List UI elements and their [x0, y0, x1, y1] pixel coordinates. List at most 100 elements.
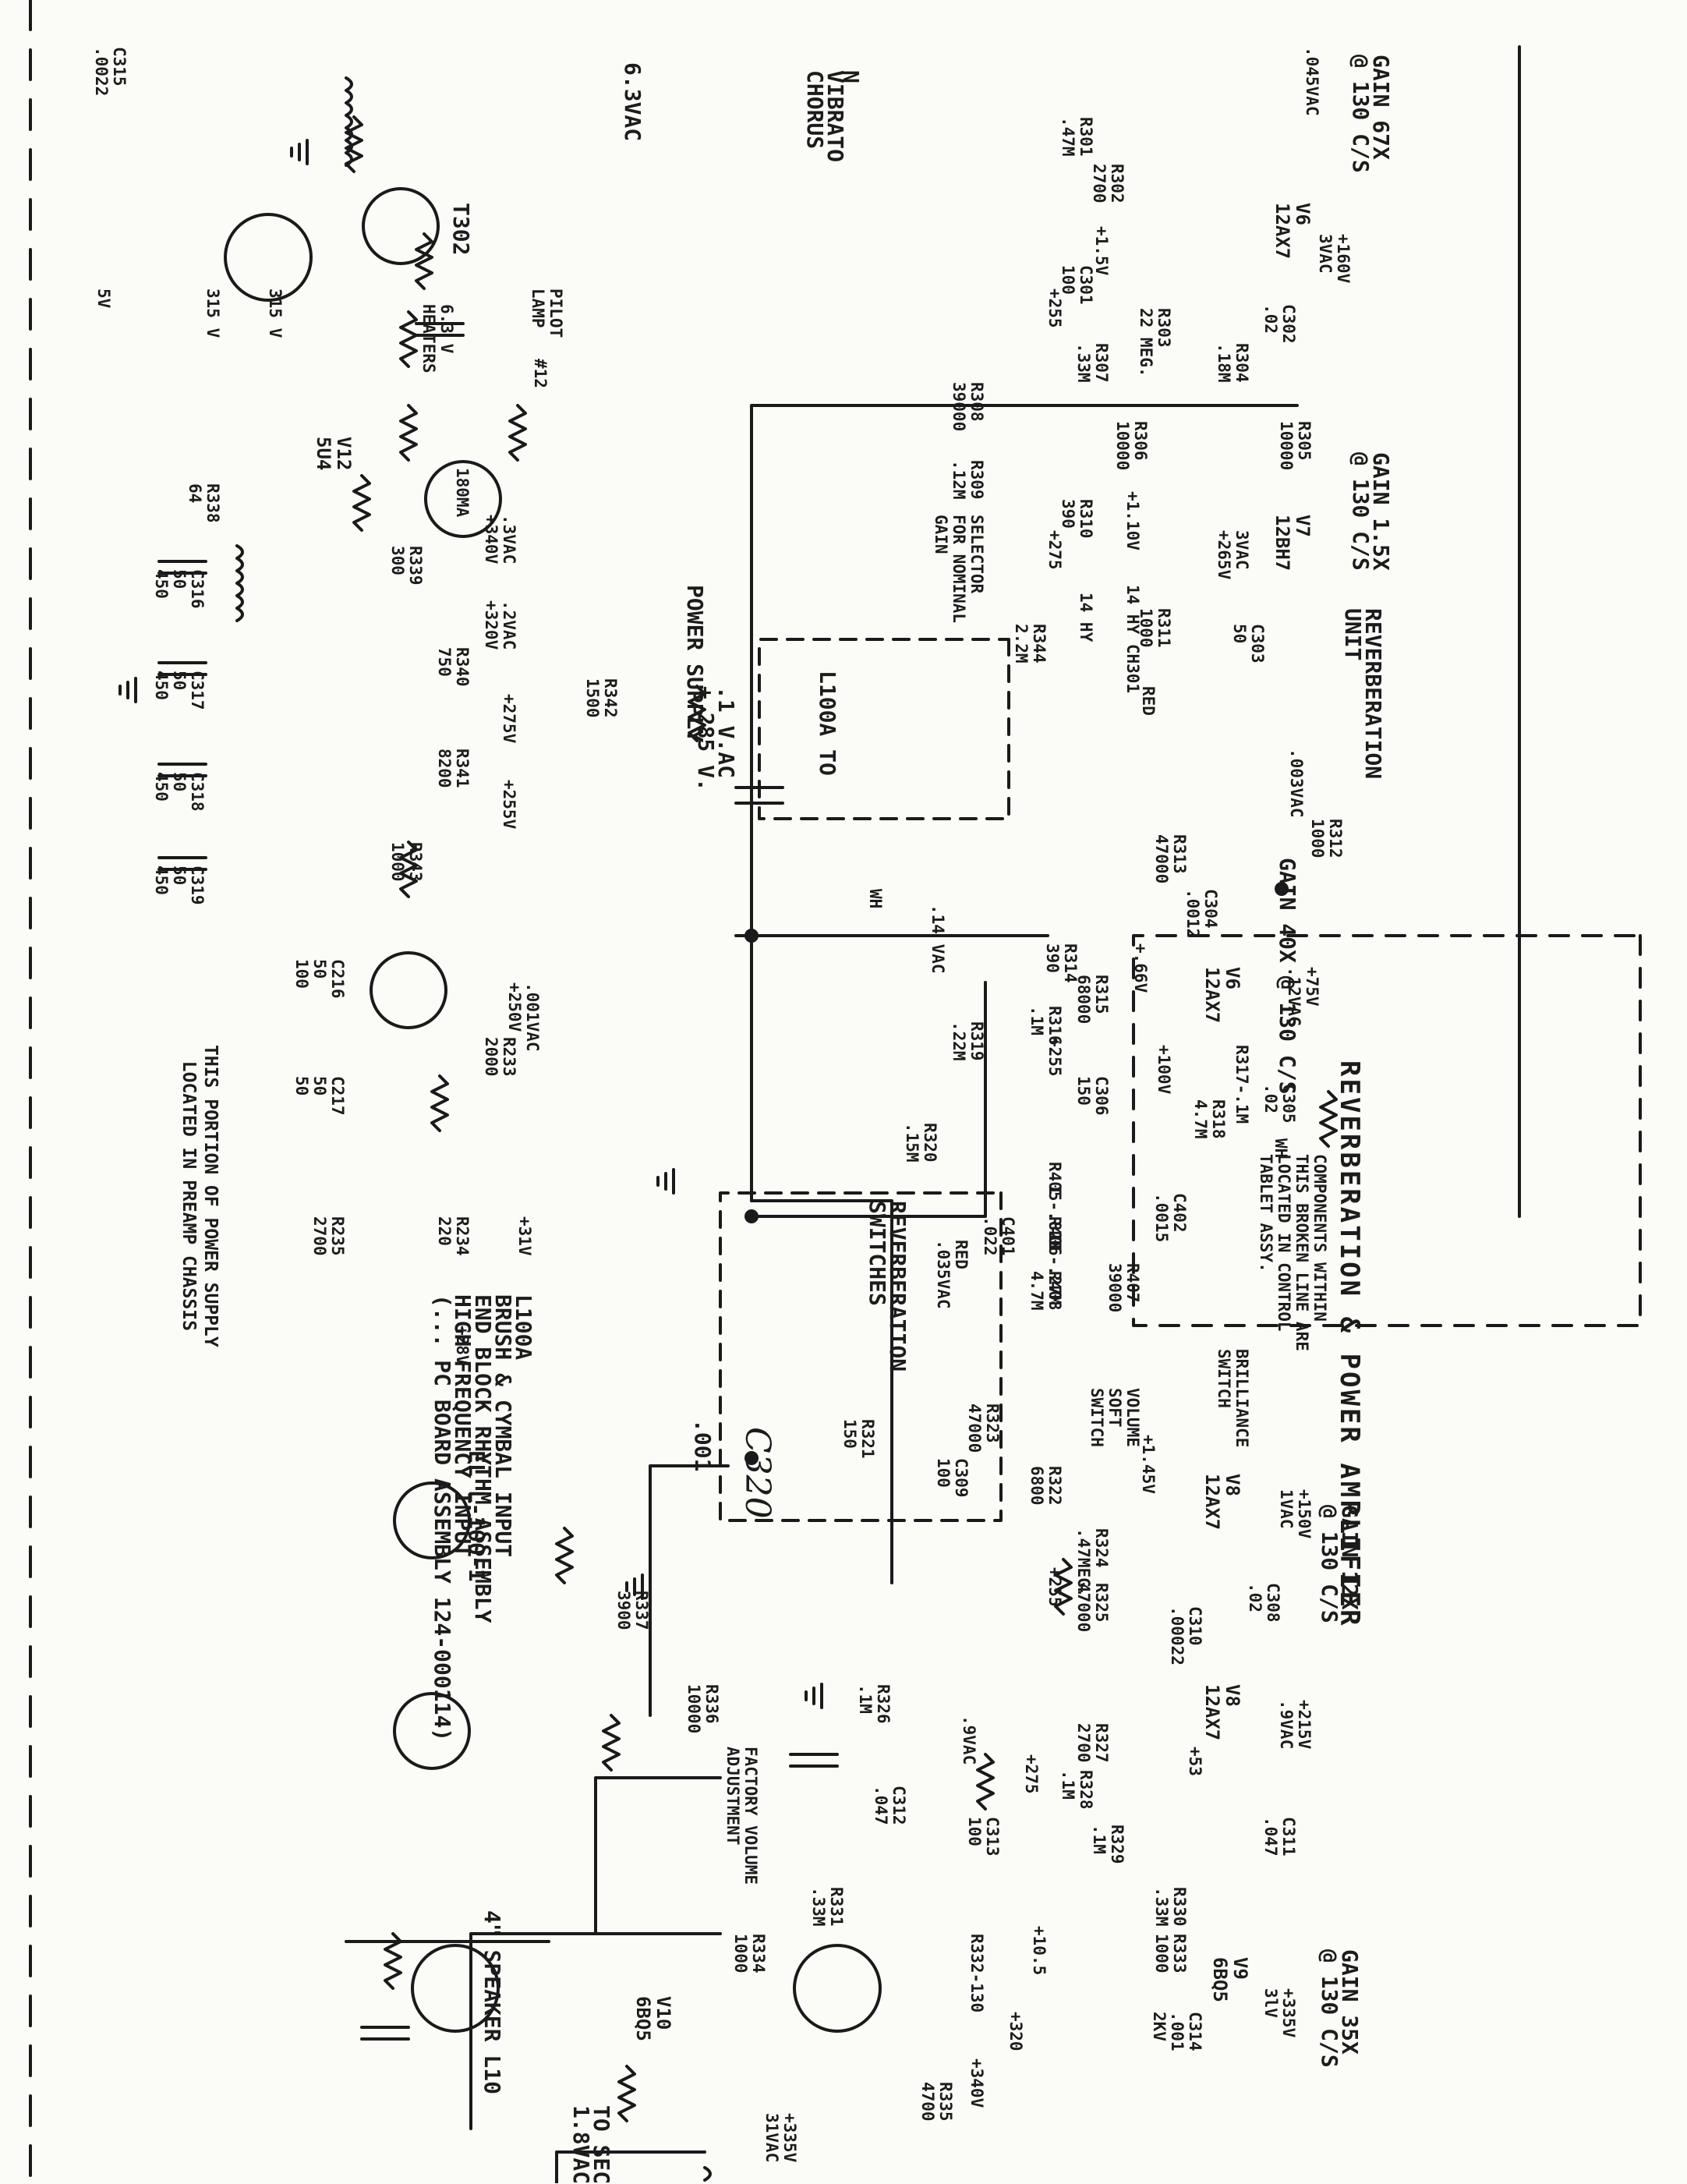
- resistor-label: R336 10000: [684, 1684, 721, 1734]
- voltage-label-to-secondary: TO SEC 1.8VAC: [568, 2105, 614, 2184]
- capacitor-label: C315 .0022: [92, 47, 129, 97]
- voltage-label: +255: [1045, 1567, 1064, 1607]
- voltage-label: +335V 3lV: [1261, 1988, 1298, 2038]
- resistor-label: R315 68000: [1074, 975, 1111, 1025]
- ground-symbol: [656, 1168, 675, 1195]
- voltage-label: +1.5V: [1092, 226, 1111, 276]
- r233-zigzag: [1319, 1090, 1338, 1148]
- hv-winding-label: 315 V: [266, 288, 285, 338]
- selector-note: SELECTOR FOR NOMINAL GAIN: [932, 515, 986, 624]
- r318-zigzag: [430, 1074, 449, 1132]
- tube-label-v12: V12 5U4: [313, 437, 355, 471]
- voltage-label: .3VAC +340V: [482, 515, 518, 565]
- capacitor-label: C217 50 50: [292, 1076, 347, 1116]
- capacitor-label: C316 50 450: [152, 569, 207, 609]
- voltage-label: +1.10V: [1123, 491, 1142, 550]
- r336-zigzag: [976, 1753, 995, 1811]
- resistor-label: R332-130: [967, 1934, 986, 2013]
- control-tablet-box: [719, 1191, 1003, 1522]
- voltage-label: +31V: [515, 1216, 534, 1256]
- output-transformer-wire: [469, 1932, 722, 2130]
- c302-plates: [415, 322, 465, 337]
- r342-zigzag: [688, 685, 706, 742]
- resistor-label: R331 .33M: [809, 1887, 846, 1927]
- resistor-label: R308 39000: [950, 382, 986, 432]
- capacitor-label: C402 .0015: [1152, 1193, 1189, 1243]
- resistor-label: R343 1000: [388, 842, 425, 882]
- ground-symbol: [290, 139, 309, 165]
- resistor-label: R325 47000: [1074, 1583, 1111, 1633]
- voltage-label: WH: [866, 889, 885, 909]
- capacitor-label: C306 150: [1074, 1076, 1111, 1116]
- resistor-label: R337 3900: [614, 1591, 651, 1630]
- voltage-label: .003VAC: [1287, 749, 1306, 818]
- capacitor-label: C303 50: [1230, 624, 1267, 664]
- transformer-t302-label: T302: [448, 203, 474, 256]
- resistor-label: R303 22 MEG.: [1137, 308, 1173, 377]
- tube-label-v7: V7 12BH7: [1271, 515, 1314, 572]
- voltage-label: +275: [1022, 1754, 1041, 1794]
- resistor-label: R234 220: [435, 1216, 472, 1256]
- r327-zigzag: [602, 1714, 621, 1772]
- resistor-label: R319 .22M: [950, 1021, 986, 1061]
- r304-zigzag: [399, 310, 418, 368]
- gain-label-v9: GAIN 35X @ 130 C/S: [1317, 1949, 1363, 2068]
- tube-label-v6a: V6 12AX7: [1271, 203, 1314, 260]
- r333-zigzag: [384, 1932, 402, 1990]
- tube-label-v8a: V8 12AX7: [1201, 1474, 1243, 1531]
- resistor-label: R326 .1M: [856, 1684, 893, 1724]
- v12-tube-envelope: [224, 213, 313, 302]
- resistor-label: R306 10000: [1113, 421, 1150, 471]
- c318-plates: [157, 763, 207, 777]
- c316-plates: [157, 560, 207, 575]
- gain-label-v7: GAIN 1.5X @ 130 C/S: [1348, 452, 1394, 571]
- capacitor-label: C311 .047: [1261, 1817, 1298, 1857]
- resistor-label: R312 1000: [1308, 819, 1345, 858]
- capacitor-label: C319 50 450: [152, 865, 207, 905]
- output-tube-wire: [594, 1776, 722, 1935]
- hv-winding-label: 315 V: [203, 288, 222, 338]
- power-supply-label: POWER SUPPLY: [682, 585, 708, 743]
- reverb-unit-label: REVERBERATION UNIT: [1340, 608, 1386, 780]
- pilot-lamp-label: PILOT LAMP: [529, 288, 565, 338]
- phase-inverter-wire: [649, 1464, 730, 1717]
- capacitor-label: C318 50 450: [152, 772, 207, 812]
- r338-zigzag: [352, 474, 371, 532]
- r305-zigzag: [399, 404, 418, 462]
- output-transformer-winding: [703, 2166, 712, 2182]
- c312-plates: [789, 1753, 839, 1768]
- resistor-label: R334 1000: [731, 1934, 768, 1973]
- resistor-label: R329 .1M: [1090, 1825, 1126, 1864]
- resistor-label: R340 750: [435, 647, 472, 687]
- voltage-label: +320: [1006, 2012, 1025, 2051]
- v8a-tube-envelope: [393, 1481, 471, 1559]
- resistor-label: R235 2700: [310, 1216, 347, 1256]
- r324-zigzag: [555, 1527, 574, 1584]
- ground-symbol: [805, 1683, 823, 1709]
- r306-zigzag: [508, 404, 527, 462]
- voltage-label: +75V .12VAC: [1285, 967, 1321, 1026]
- resistor-label: R322 6800: [1027, 1466, 1064, 1506]
- ch301-winding: [235, 544, 244, 622]
- resistor-label: R323 47000: [965, 1403, 1002, 1453]
- voltage-label: +275: [1045, 530, 1064, 570]
- resistor-label: R309 .12M: [950, 460, 986, 500]
- voltage-label: +340V: [967, 2058, 986, 2108]
- v6b-tube-envelope: [370, 951, 447, 1029]
- v7-tube-envelope: [424, 460, 502, 538]
- speaker-secondary-wire: [555, 2150, 706, 2183]
- reverb-switch-wire: [750, 981, 987, 1218]
- reverb-switches-label: REVERBERATION SWITCHES: [865, 1201, 911, 1372]
- v8b-tube-envelope: [393, 1692, 471, 1770]
- heater-voltage-label: 6.3VAC: [620, 62, 645, 142]
- voltage-label: +10.5: [1030, 1926, 1049, 1976]
- r337-zigzag: [1054, 1558, 1073, 1616]
- tube-label-v10: V10 6BQ5: [632, 1996, 674, 2041]
- capacitor-label-c320: C320: [737, 1427, 777, 1519]
- junction-dot: [1275, 882, 1289, 896]
- resistor-label: R335 4700: [918, 2082, 955, 2122]
- voltage-label: +255: [1045, 1037, 1064, 1077]
